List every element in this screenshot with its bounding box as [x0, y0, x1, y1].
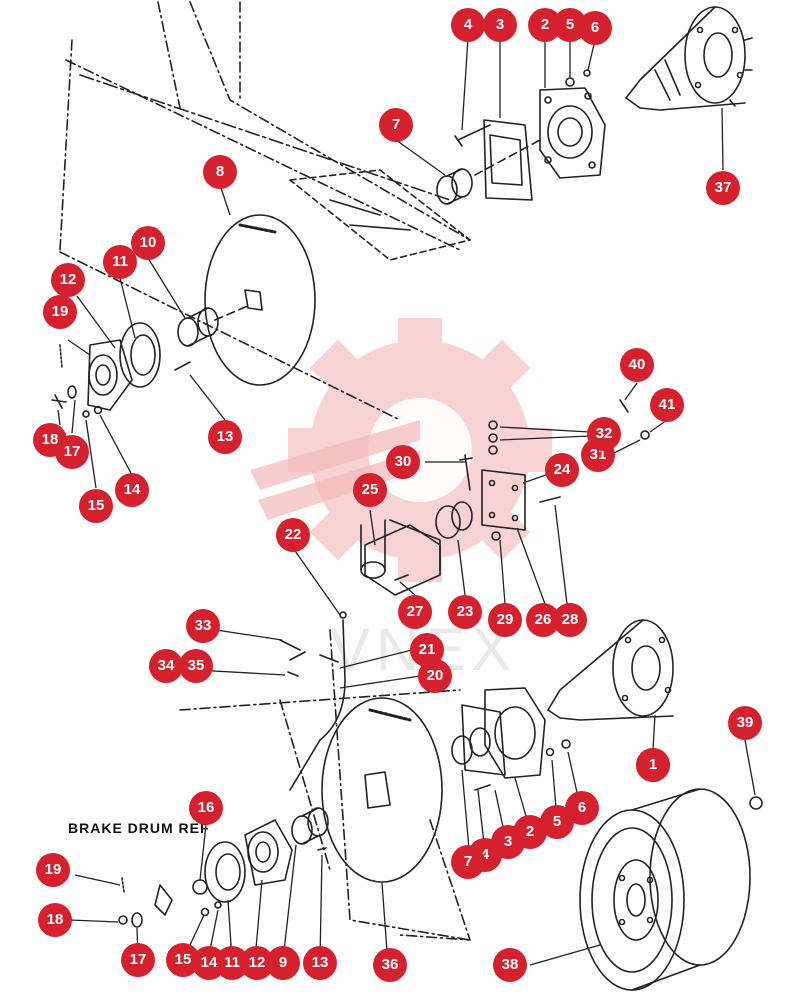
callout-32[interactable]: 32 — [587, 417, 621, 451]
callout-28[interactable]: 28 — [553, 603, 587, 637]
callout-39[interactable]: 39 — [728, 706, 762, 740]
callout-7-lower[interactable]: 7 — [451, 845, 485, 879]
callout-19-lower[interactable]: 19 — [36, 853, 70, 887]
callout-29[interactable]: 29 — [488, 603, 522, 637]
callout-15-upper[interactable]: 15 — [79, 489, 113, 523]
callout-17-lower[interactable]: 17 — [121, 943, 155, 977]
callout-15-lower[interactable]: 15 — [166, 943, 200, 977]
callout-25[interactable]: 25 — [353, 473, 387, 507]
callout-7-upper[interactable]: 7 — [379, 108, 413, 142]
callout-33[interactable]: 33 — [186, 609, 220, 643]
callout-6-upper[interactable]: 6 — [578, 11, 612, 45]
callout-26[interactable]: 26 — [526, 603, 560, 637]
callout-18-upper[interactable]: 18 — [33, 423, 67, 457]
callout-4-upper[interactable]: 4 — [451, 8, 485, 42]
callout-24[interactable]: 24 — [545, 453, 579, 487]
callout-10[interactable]: 10 — [131, 226, 165, 260]
callout-38[interactable]: 38 — [493, 948, 527, 982]
callout-12-upper[interactable]: 12 — [51, 263, 85, 297]
callout-34[interactable]: 34 — [149, 649, 183, 683]
callout-14-upper[interactable]: 14 — [115, 473, 149, 507]
callout-30[interactable]: 30 — [386, 445, 420, 479]
callout-37[interactable]: 37 — [706, 171, 740, 205]
callout-1-lower[interactable]: 1 — [636, 748, 670, 782]
callout-41[interactable]: 41 — [650, 388, 684, 422]
callout-40[interactable]: 40 — [620, 348, 654, 382]
callout-8[interactable]: 8 — [203, 155, 237, 189]
callout-27[interactable]: 27 — [398, 595, 432, 629]
callout-22[interactable]: 22 — [276, 518, 310, 552]
callout-12-lower[interactable]: 12 — [240, 946, 274, 980]
brake-drum-ref-note: BRAKE DRUM REF — [68, 820, 210, 836]
callout-13-upper[interactable]: 13 — [208, 420, 242, 454]
callout-19-upper[interactable]: 19 — [43, 295, 77, 329]
callout-18-lower[interactable]: 18 — [38, 903, 72, 937]
callout-3-upper[interactable]: 3 — [483, 8, 517, 42]
callout-6-lower[interactable]: 6 — [565, 791, 599, 825]
callout-23[interactable]: 23 — [448, 595, 482, 629]
callout-35[interactable]: 35 — [179, 649, 213, 683]
callout-16[interactable]: 16 — [189, 791, 223, 825]
callout-11-upper[interactable]: 11 — [103, 245, 137, 279]
callout-36[interactable]: 36 — [373, 948, 407, 982]
callout-21[interactable]: 21 — [410, 633, 444, 667]
callout-13-lower[interactable]: 13 — [303, 946, 337, 980]
